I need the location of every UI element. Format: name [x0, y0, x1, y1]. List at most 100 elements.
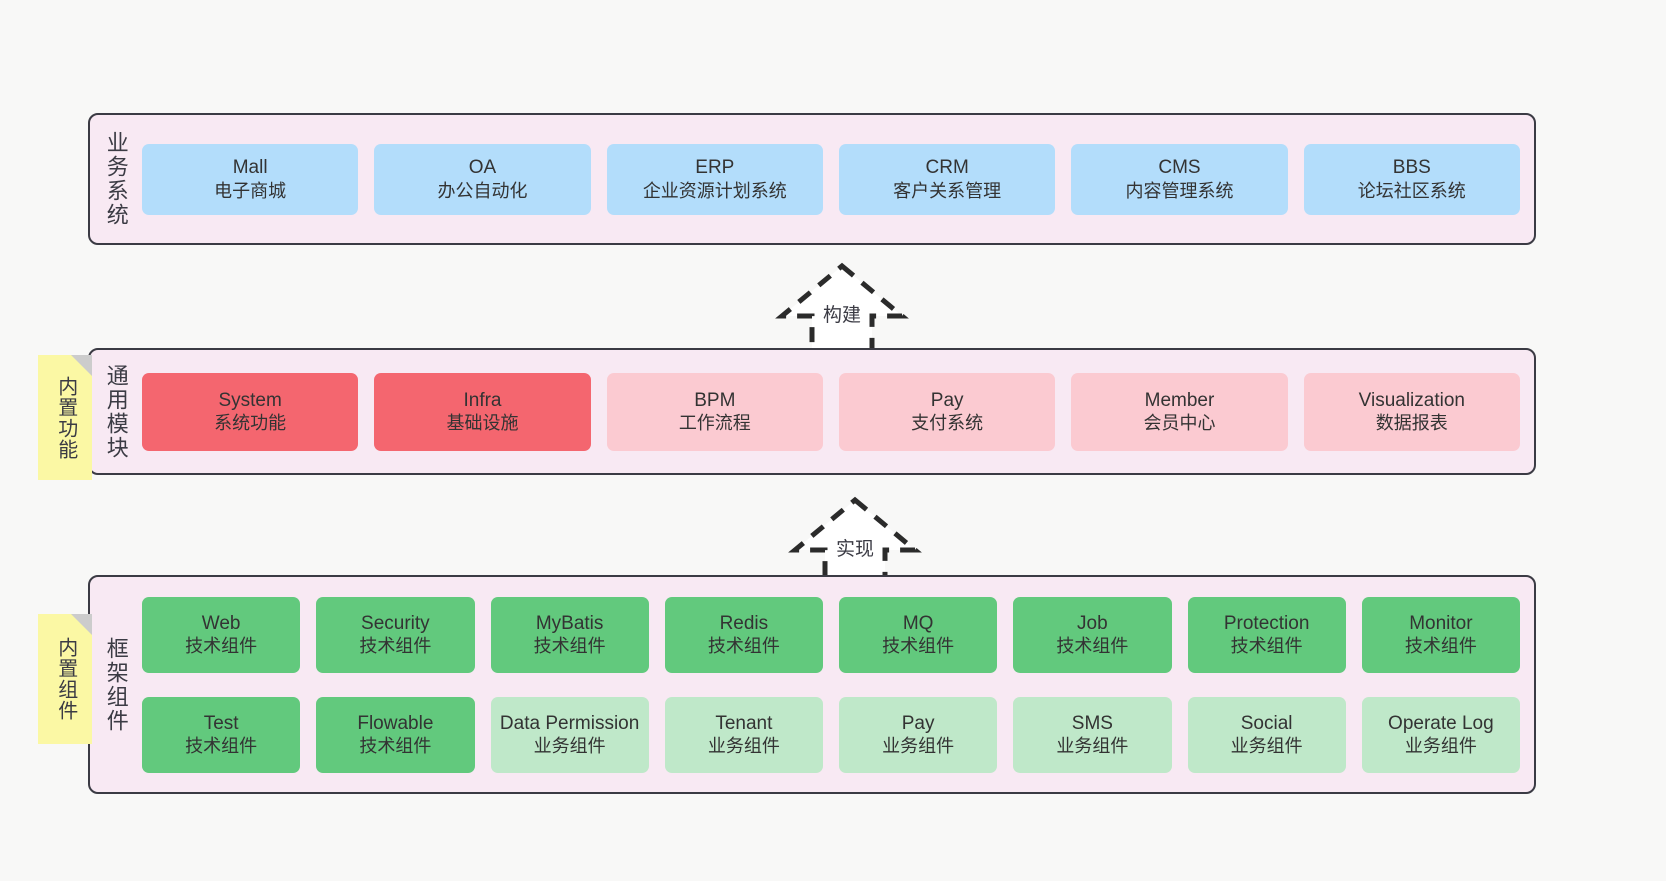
card-subtitle: 业务组件	[1404, 736, 1477, 757]
card-title: MyBatis	[535, 612, 604, 634]
card-mybatis[interactable]: MyBatis 技术组件	[490, 596, 649, 673]
card-mall[interactable]: Mall 电子商城	[142, 143, 359, 215]
tier-label-framework: 框架组件	[103, 636, 129, 733]
card-subtitle: 客户关系管理	[893, 180, 1002, 201]
card-subtitle: 技术组件	[359, 736, 432, 757]
card-monitor[interactable]: Monitor 技术组件	[1361, 596, 1520, 673]
card-subtitle: 系统功能	[214, 413, 287, 434]
card-subtitle: 业务组件	[1230, 736, 1303, 757]
card-title: CMS	[1158, 157, 1201, 179]
card-system[interactable]: System 系统功能	[142, 372, 359, 451]
card-bpm[interactable]: BPM 工作流程	[606, 372, 823, 451]
card-subtitle: 技术组件	[707, 636, 780, 657]
card-title: Test	[203, 712, 239, 734]
card-oa[interactable]: OA 办公自动化	[374, 143, 591, 215]
card-subtitle: 业务组件	[707, 736, 780, 757]
card-social[interactable]: Social 业务组件	[1187, 696, 1346, 773]
sticky-note-label: 内置组件	[54, 637, 77, 721]
card-title: Infra	[463, 389, 502, 411]
card-title: Pay	[930, 389, 964, 411]
card-subtitle: 基础设施	[446, 413, 519, 434]
card-subtitle: 论坛社区系统	[1357, 180, 1466, 201]
card-subtitle: 技术组件	[359, 636, 432, 657]
card-row: Test 技术组件 Flowable 技术组件 Data Permission …	[142, 691, 1520, 778]
tier-label-business: 业务系统	[103, 131, 129, 227]
card-title: Pay	[901, 712, 935, 734]
card-subtitle: 技术组件	[185, 736, 258, 757]
card-title: ERP	[695, 157, 735, 179]
card-erp[interactable]: ERP 企业资源计划系统	[606, 143, 823, 215]
card-mq[interactable]: MQ 技术组件	[839, 596, 998, 673]
card-subtitle: 技术组件	[1230, 636, 1303, 657]
sticky-note-builtin-functions: 内置功能	[38, 355, 92, 480]
card-title: System	[218, 389, 282, 411]
card-redis[interactable]: Redis 技术组件	[664, 596, 823, 673]
card-title: Visualization	[1358, 389, 1465, 411]
card-subtitle: 业务组件	[1056, 736, 1129, 757]
card-title: MQ	[902, 612, 934, 634]
card-web[interactable]: Web 技术组件	[142, 596, 301, 673]
tier-body-modules: System 系统功能 Infra 基础设施 BPM 工作流程 Pay 支付系统…	[142, 350, 1534, 473]
card-subtitle: 内容管理系统	[1125, 180, 1234, 201]
card-operate-log[interactable]: Operate Log 业务组件	[1361, 696, 1520, 773]
card-subtitle: 技术组件	[185, 636, 258, 657]
card-visualization[interactable]: Visualization 数据报表	[1303, 372, 1520, 451]
card-pay-module[interactable]: Pay 支付系统	[838, 372, 1056, 451]
card-test[interactable]: Test 技术组件	[142, 696, 301, 773]
card-data-permission[interactable]: Data Permission 业务组件	[490, 696, 649, 773]
card-subtitle: 业务组件	[533, 736, 606, 757]
tier-label-modules: 通用模块	[103, 363, 129, 460]
card-security[interactable]: Security 技术组件	[316, 596, 475, 673]
card-title: Monitor	[1409, 612, 1473, 634]
card-subtitle: 支付系统	[911, 413, 984, 434]
card-row: Web 技术组件 Security 技术组件 MyBatis 技术组件 Redi…	[142, 591, 1520, 678]
card-subtitle: 电子商城	[214, 180, 287, 201]
card-title: Protection	[1223, 612, 1310, 634]
card-subtitle: 技术组件	[533, 636, 606, 657]
card-subtitle: 业务组件	[882, 736, 955, 757]
tier-body-business: Mall 电子商城 OA 办公自动化 ERP 企业资源计划系统 CRM 客户关系…	[142, 115, 1534, 243]
card-cms[interactable]: CMS 内容管理系统	[1071, 143, 1288, 215]
card-bbs[interactable]: BBS 论坛社区系统	[1303, 143, 1520, 215]
card-title: Job	[1077, 612, 1108, 634]
card-row: System 系统功能 Infra 基础设施 BPM 工作流程 Pay 支付系统…	[142, 350, 1520, 473]
card-subtitle: 技术组件	[882, 636, 955, 657]
card-title: Redis	[719, 612, 769, 634]
card-title: Member	[1144, 389, 1215, 411]
tier-body-framework: Web 技术组件 Security 技术组件 MyBatis 技术组件 Redi…	[142, 577, 1534, 792]
card-title: Tenant	[715, 712, 773, 734]
card-title: Mall	[232, 157, 268, 179]
page-fold-icon	[71, 355, 92, 376]
card-title: Web	[201, 612, 241, 634]
card-title: CRM	[925, 157, 969, 179]
tier-business-systems: 业务系统 Mall 电子商城 OA 办公自动化 ERP 企业资源计划系统 CRM…	[88, 113, 1536, 245]
card-title: Security	[361, 612, 430, 634]
card-flowable[interactable]: Flowable 技术组件	[316, 696, 475, 773]
card-subtitle: 企业资源计划系统	[642, 180, 787, 201]
card-subtitle: 技术组件	[1404, 636, 1477, 657]
card-subtitle: 办公自动化	[437, 180, 528, 201]
card-title: Flowable	[357, 712, 434, 734]
card-row: Mall 电子商城 OA 办公自动化 ERP 企业资源计划系统 CRM 客户关系…	[142, 115, 1520, 243]
card-tenant[interactable]: Tenant 业务组件	[664, 696, 823, 773]
tier-framework-components: 框架组件 Web 技术组件 Security 技术组件 MyBatis 技术组件…	[88, 575, 1536, 794]
page-fold-icon	[71, 614, 92, 635]
card-title: Data Permission	[499, 712, 640, 734]
card-subtitle: 工作流程	[678, 413, 751, 434]
card-protection[interactable]: Protection 技术组件	[1187, 596, 1346, 673]
card-sms[interactable]: SMS 业务组件	[1013, 696, 1172, 773]
card-job[interactable]: Job 技术组件	[1013, 596, 1172, 673]
card-title: SMS	[1071, 712, 1113, 734]
card-title: BPM	[694, 389, 736, 411]
card-subtitle: 技术组件	[1056, 636, 1129, 657]
card-subtitle: 数据报表	[1375, 413, 1448, 434]
card-member[interactable]: Member 会员中心	[1071, 372, 1288, 451]
card-infra[interactable]: Infra 基础设施	[374, 372, 591, 451]
card-subtitle: 会员中心	[1143, 413, 1216, 434]
sticky-note-builtin-components: 内置组件	[38, 614, 92, 744]
card-pay-component[interactable]: Pay 业务组件	[839, 696, 998, 773]
sticky-note-label: 内置功能	[54, 375, 77, 460]
card-crm[interactable]: CRM 客户关系管理	[838, 143, 1056, 215]
card-title: Social	[1240, 712, 1293, 734]
